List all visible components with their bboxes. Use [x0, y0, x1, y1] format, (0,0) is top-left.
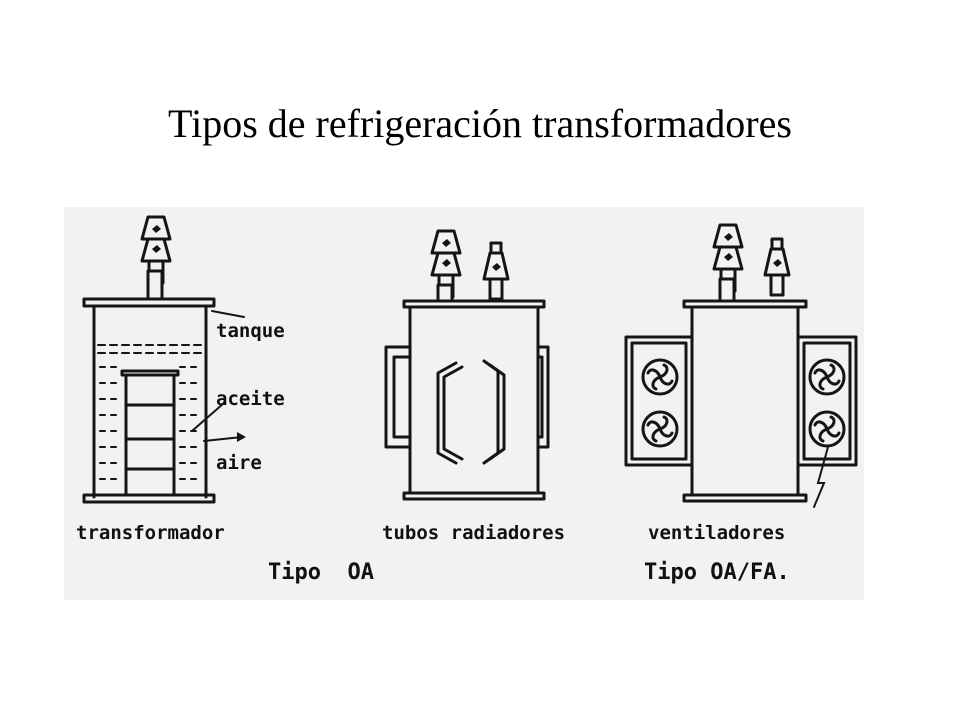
transformer-plain: tanque aceite aire transformador — [76, 215, 285, 544]
label-transformador: transformador — [76, 522, 225, 544]
arrow-icon — [211, 310, 245, 318]
label-aceite: aceite — [216, 388, 285, 410]
radiator-tube-right — [536, 345, 550, 449]
slide-title: Tipos de refrigeración transformadores — [168, 101, 792, 146]
transformer-fans: ventiladores — [624, 223, 858, 544]
transformer-radiators: tubos radiadores — [382, 229, 565, 544]
label-tipo-oa-fa: Tipo OA/FA. — [644, 560, 790, 585]
tank-walls — [92, 304, 208, 499]
label-tubos-radiadores: tubos radiadores — [382, 522, 565, 544]
arrow-icon — [237, 432, 246, 442]
label-ventiladores: ventiladores — [648, 522, 785, 544]
lightning-icon — [813, 446, 829, 508]
fan-radiator-right — [796, 335, 858, 467]
label-tipo-oa: Tipo OA — [268, 560, 374, 585]
transformer-cooling-figure: tanque aceite aire transformador tubos r… — [64, 207, 864, 600]
label-aire: aire — [216, 452, 262, 474]
tank-lid — [82, 297, 216, 308]
radiator-tube-left — [384, 345, 412, 449]
label-tanque: tanque — [216, 320, 285, 342]
fan-radiator-left — [624, 335, 694, 467]
